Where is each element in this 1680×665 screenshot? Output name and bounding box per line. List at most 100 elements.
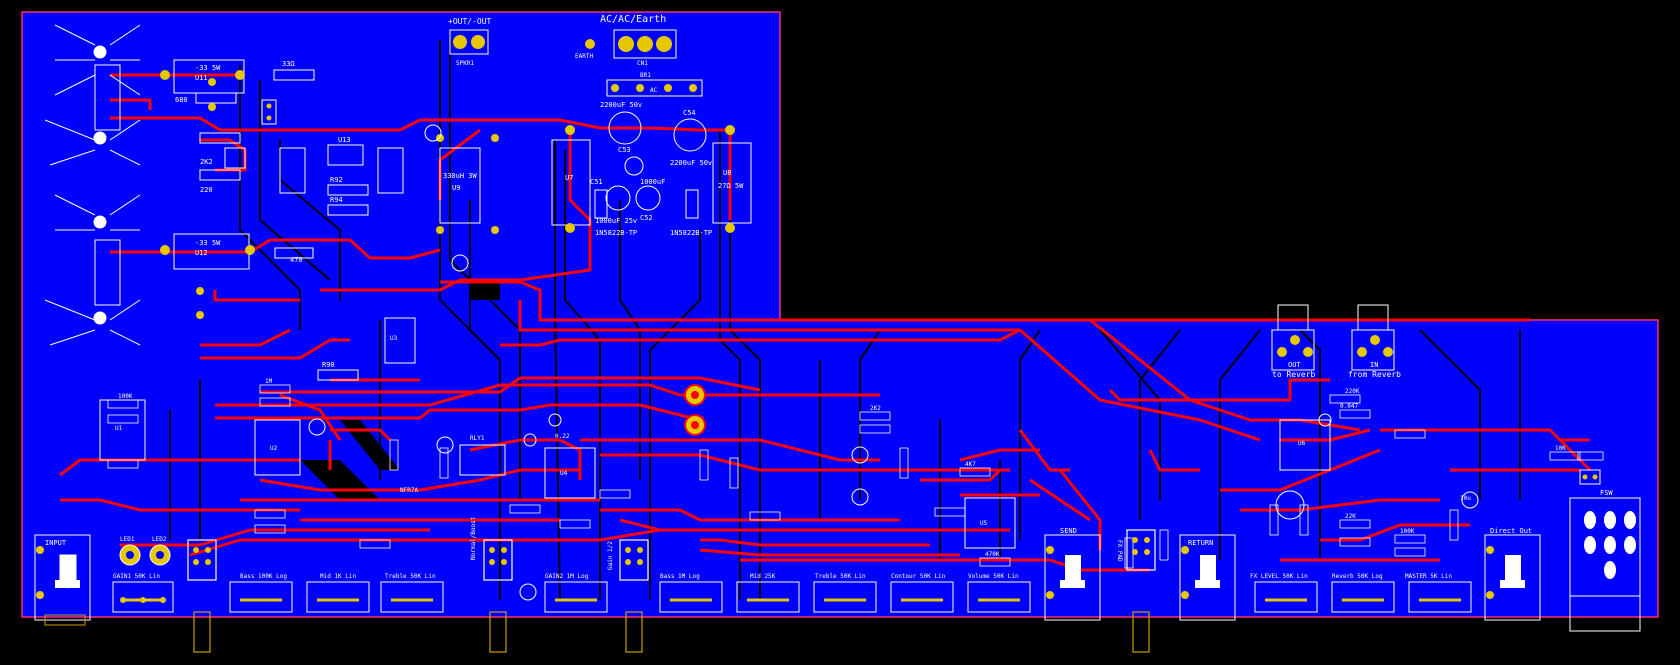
jack-return: RETURN (1179, 534, 1236, 621)
bridge-rectifier: BR1 AC (606, 72, 703, 97)
switch-sw4: FX PAD (1116, 529, 1156, 653)
u3-label: U3 (390, 335, 398, 342)
pot-vr8-value: Treble 50K Lin (815, 573, 866, 580)
led-group: LED1 LED2 (119, 536, 171, 566)
led1-label: LED1 (120, 536, 135, 543)
u1-label: U1 (115, 425, 123, 432)
resistor-array: 100K 1M 2K2 4K7 220K 22K 100K 470K 10K 0… (107, 378, 1604, 569)
switch-sw2: Normal/Boost (470, 516, 513, 653)
jack-fsw-label: FSW (1600, 489, 1613, 497)
u6-label: U6 (1298, 440, 1306, 447)
speaker-connector: +OUT/-OUT SPKR1 (448, 17, 492, 67)
jack-direct-label: Direct Out (1490, 527, 1532, 535)
bridge-ac-label: AC (650, 87, 658, 94)
pot-vr7-value: Mid 25K (750, 573, 776, 580)
label-100k-2: 100K (1400, 528, 1415, 535)
pot-vr1-value: GAIN1 50K Lin (113, 573, 160, 580)
pot-vr4: Treble 50K Lin (380, 573, 444, 613)
preamp-components: U1 U2 U4 U5 U6 RLY1 NFR7A U3 (99, 317, 1331, 549)
u7-label: U7 (565, 174, 573, 182)
label-100k-1: 100K (118, 393, 133, 400)
pot-vr3: Mid 1K Lin (306, 573, 370, 613)
u12-label: U12 (195, 249, 208, 257)
label-470k: 470K (985, 551, 1000, 558)
reverb-in-sub: from Reverb (1348, 370, 1401, 379)
jack-direct-out: Direct Out (1484, 527, 1541, 621)
heatsink-top (44, 24, 141, 166)
c52-value: 1000uF (640, 178, 665, 186)
u9-value: 330uH 3W (443, 172, 478, 180)
c52-label: C52 (640, 214, 653, 222)
pot-vr7: Mid 25K (736, 573, 800, 613)
jack-input: INPUT (34, 534, 91, 626)
u5-label: U5 (980, 520, 988, 527)
switch-sw1 (187, 539, 217, 653)
r86-value: 2K2 (200, 158, 213, 166)
reverb-out-sub: to Reverb (1272, 370, 1316, 379)
speaker-ref: SPKR1 (456, 60, 474, 67)
u2-label: U2 (270, 445, 278, 452)
power-section: U11 -33 5W U12 -33 5W U9 330uH 3W U7 U8 … (94, 59, 752, 381)
label-10u: 10u (1460, 495, 1471, 502)
u8-value: 27Ω 5W (718, 182, 744, 190)
label-1m: 1M (265, 378, 273, 385)
c54-value: 2200uF 50v (670, 159, 712, 167)
r85-value: 220 (200, 186, 213, 194)
reverb-in-label: IN (1370, 361, 1378, 369)
pot-vr1: GAIN1 50K Lin (112, 573, 174, 613)
switch-sw2-label: Normal/Boost (470, 516, 477, 560)
c53-label: C53 (618, 146, 631, 154)
label-022: 0.22 (555, 433, 570, 440)
u11-label: U11 (195, 74, 208, 82)
pot-vr8: Treble 50K Lin (813, 573, 877, 613)
relay-label: RLY1 (470, 435, 485, 442)
u4-label: U4 (560, 470, 568, 477)
c53-value: 2200uF 50v (600, 101, 642, 109)
pot-vr10-value: Volume 50K Lin (968, 573, 1019, 580)
header-pins (261, 99, 1601, 485)
bridge-ref: BR1 (640, 72, 651, 79)
u8-label: U8 (723, 169, 731, 177)
pot-vr12: Reverb 50K Log (1331, 573, 1395, 613)
pot-vr6: Bass 1M Log (659, 573, 723, 613)
u9-label: U9 (452, 184, 460, 192)
label-2k2: 2K2 (870, 405, 881, 412)
switch-sw3-label: Gain 1/2 (607, 541, 614, 570)
switch-sw3: Gain 1/2 (607, 539, 649, 653)
u11-value: -33 5W (195, 64, 221, 72)
r97-value: 470 (290, 256, 303, 264)
r89-value: 680 (175, 96, 188, 104)
speaker-pad-minus (471, 35, 485, 49)
c54-label: C54 (683, 109, 696, 117)
pads-misc (160, 40, 735, 319)
pot-vr9: Contour 50K Lin (890, 573, 954, 613)
u12-value: -33 5W (195, 239, 221, 247)
potentiometer-row: GAIN1 50K Lin Bass 100K Log Mid 1K Lin T… (112, 573, 1472, 613)
top-layer-traces (59, 73, 1592, 572)
toggle-switches: Normal/Boost Gain 1/2 FX PAD (187, 516, 1156, 653)
pot-vr10: Volume 50K Lin (967, 573, 1031, 613)
label-10k: 10K (1555, 445, 1566, 452)
pot-vr2: Bass 100K Log (229, 573, 293, 613)
earth-label: EARTH (575, 53, 593, 60)
speaker-out-label: +OUT/-OUT (448, 17, 492, 26)
jack-send-label: SEND (1060, 527, 1077, 535)
c51-value: 1000uF 25v (595, 217, 637, 225)
diode-label: 1N5822B-TP (595, 229, 637, 237)
mains-pad-2 (637, 36, 653, 52)
label-047: 0.047 (1340, 403, 1358, 410)
heatsink-bottom (44, 194, 141, 346)
led2-label: LED2 (152, 536, 167, 543)
pot-vr2-value: Bass 100K Log (240, 573, 287, 580)
reverb-out-connector: OUT to Reverb (1271, 304, 1316, 379)
label-220k: 220K (1345, 388, 1360, 395)
capacitor-transistor-array (308, 413, 1479, 601)
reverb-drive-pads (684, 384, 706, 436)
label-22k: 22K (1345, 513, 1356, 520)
pot-vr6-value: Bass 1M Log (660, 573, 700, 580)
mains-label: AC/AC/Earth (600, 14, 666, 25)
pot-vr5-value: GAIN2 1M Log (545, 573, 589, 580)
jack-send: SEND (1044, 527, 1101, 621)
pot-vr13: MASTER 5K Lin (1405, 573, 1472, 613)
